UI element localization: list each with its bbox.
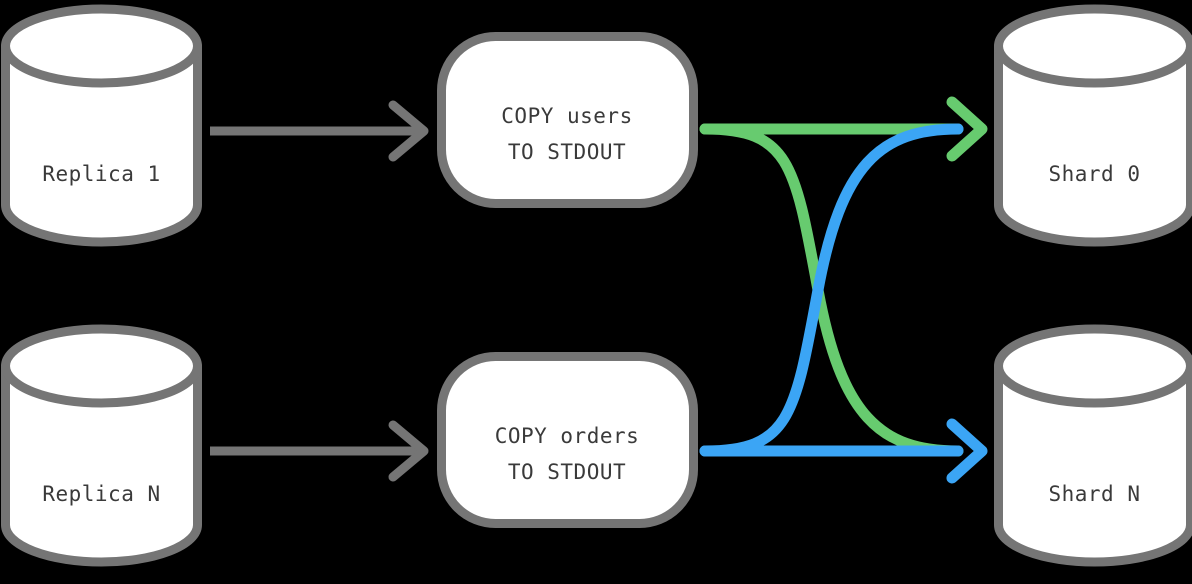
cylinder-body [994, 361, 1192, 567]
process-box [437, 352, 698, 528]
cylinder-top [1, 324, 202, 408]
process-label-line1: COPY orders [495, 424, 640, 448]
process-box [437, 32, 698, 208]
arrowhead-icon [388, 420, 429, 482]
flow-copy-orders-to-shard-0 [699, 123, 964, 457]
node-replica-n[interactable]: Replica N [1, 324, 202, 567]
cylinder-body [1, 41, 202, 247]
process-label-line2: TO STDOUT [508, 140, 626, 164]
arrowhead-icon-shard-n [946, 418, 988, 484]
node-label-shard-0: Shard 0 [1048, 162, 1140, 186]
arrowhead-icon-shard-0 [946, 96, 988, 162]
node-copy-orders[interactable]: COPY orders TO STDOUT [437, 352, 698, 528]
node-copy-users[interactable]: COPY users TO STDOUT [437, 32, 698, 208]
cylinder-top [994, 324, 1192, 408]
cylinder-top [1, 4, 202, 88]
cylinder-body [994, 41, 1192, 247]
process-label-line1: COPY users [501, 104, 632, 128]
arrowhead-icon [388, 100, 429, 162]
process-label-line2: TO STDOUT [508, 460, 626, 484]
node-replica-1[interactable]: Replica 1 [1, 4, 202, 247]
connector-replica-n-to-copy-orders [210, 420, 429, 482]
node-shard-n[interactable]: Shard N [994, 324, 1192, 567]
connector-replica-1-to-copy-users [210, 100, 429, 162]
node-label-replica-1: Replica 1 [42, 162, 160, 186]
cylinder-body [1, 361, 202, 567]
node-shard-0[interactable]: Shard 0 [994, 4, 1192, 247]
cylinder-top [994, 4, 1192, 88]
node-label-shard-n: Shard N [1048, 482, 1140, 506]
flow-copy-users-to-shard-n [699, 123, 964, 457]
node-label-replica-n: Replica N [42, 482, 160, 506]
